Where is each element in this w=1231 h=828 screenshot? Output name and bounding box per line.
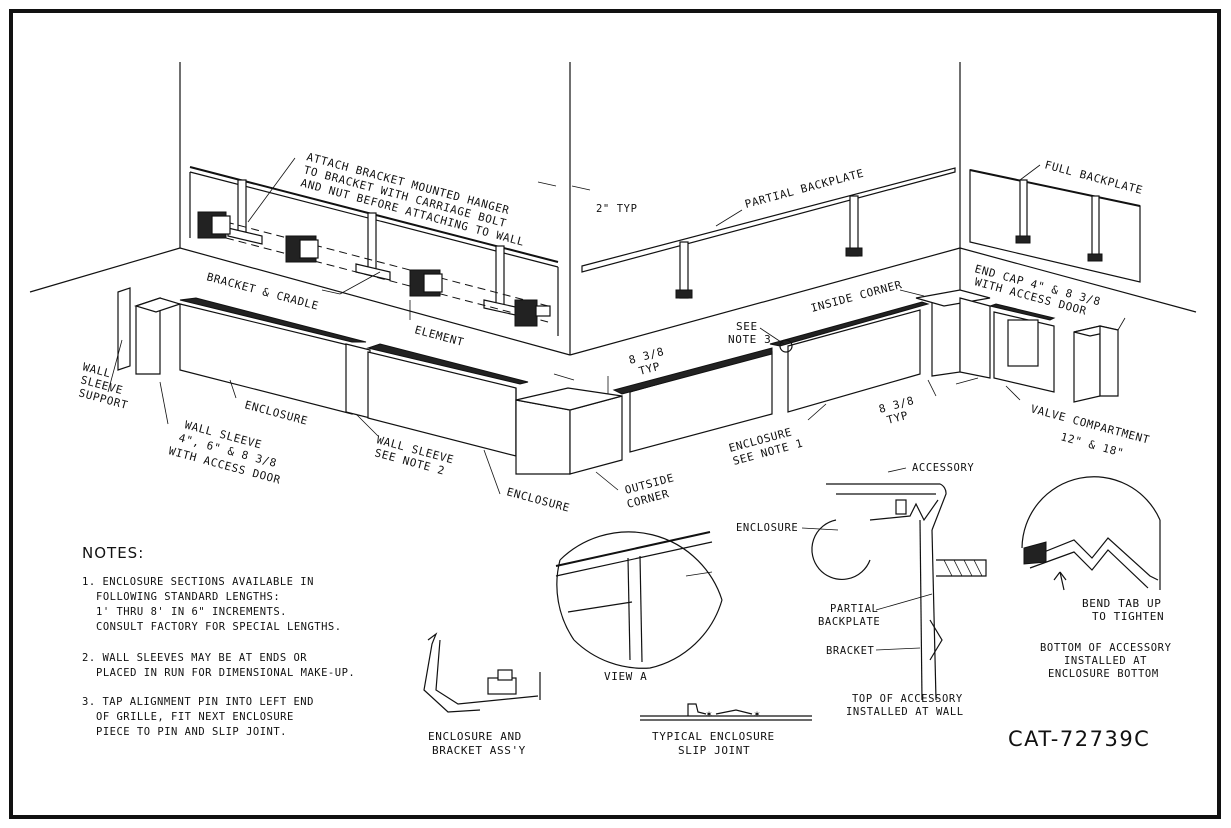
accessory-label: ACCESSORY (912, 462, 974, 474)
note-1-line-3: 1' THRU 8' IN 6" INCREMENTS. (96, 606, 287, 618)
enclosure-bracket-2: BRACKET ASS'Y (432, 744, 526, 757)
right-enclosure-run (612, 289, 1119, 453)
top-accessory-2: INSTALLED AT WALL (846, 706, 964, 718)
two-typ-label: 2" TYP (596, 203, 638, 215)
note-1-line-2: FOLLOWING STANDARD LENGTHS: (96, 591, 280, 603)
notes-block: NOTES: 1. ENCLOSURE SECTIONS AVAILABLE I… (82, 544, 355, 738)
left-enclosure-run (117, 287, 623, 475)
svg-text:✶: ✶ (706, 709, 712, 720)
see-note3-label-1: SEE (736, 320, 758, 333)
element-label: ELEMENT (413, 323, 465, 349)
eight-typ-right-2: TYP (885, 409, 909, 427)
note-3-line-2: OF GRILLE, FIT NEXT ENCLOSURE (96, 711, 294, 723)
bend-tab-2: TO TIGHTEN (1092, 610, 1164, 623)
bottom-accessory-1: BOTTOM OF ACCESSORY (1040, 642, 1172, 654)
bottom-accessory-detail (1021, 476, 1161, 591)
sheet-border (9, 9, 1221, 819)
note-3-line-3: PIECE TO PIN AND SLIP JOINT. (96, 726, 287, 738)
view-a-detail (555, 531, 723, 669)
partial-backplate-detail-1: PARTIAL (830, 603, 878, 615)
partial-backplate-detail-2: BACKPLATE (818, 616, 880, 628)
partial-backplate-drawing (581, 167, 956, 299)
note-1-line-1: 1. ENCLOSURE SECTIONS AVAILABLE IN (82, 576, 314, 588)
view-a-label: VIEW A (604, 670, 647, 683)
enclosure-detail-label: ENCLOSURE (736, 522, 798, 534)
bracket-detail-label: BRACKET (826, 645, 875, 657)
bottom-accessory-2: INSTALLED AT (1064, 655, 1147, 667)
slip-joint-2: SLIP JOINT (678, 744, 750, 757)
slip-joint-1: TYPICAL ENCLOSURE (652, 730, 775, 743)
notes-title: NOTES: (82, 544, 144, 562)
enclosure-label-2: ENCLOSURE (505, 485, 571, 514)
enclosure-bracket-1: ENCLOSURE AND (428, 730, 522, 743)
eight-typ-left-2: TYP (637, 360, 661, 378)
note-2-line-2: PLACED IN RUN FOR DIMENSIONAL MAKE-UP. (96, 667, 355, 679)
top-accessory-1: TOP OF ACCESSORY (852, 693, 963, 705)
leader-lines (107, 157, 1126, 495)
enclosure-bracket-detail (423, 632, 541, 713)
slip-joint-detail: ✶ ✶ (640, 703, 812, 721)
svg-text:✶: ✶ (754, 709, 760, 720)
see-note3-label-2: NOTE 3 (728, 333, 771, 346)
top-accessory-detail (801, 467, 987, 701)
room-walls (29, 62, 1197, 356)
full-backplate-drawing (969, 169, 1141, 283)
partial-backplate-label: PARTIAL BACKPLATE (743, 167, 865, 211)
catalog-number: CAT-72739C (1008, 727, 1150, 751)
note-3-line-1: 3. TAP ALIGNMENT PIN INTO LEFT END (82, 696, 314, 708)
left-wall-hangers (189, 166, 559, 336)
enclosure-label-1: ENCLOSURE (243, 398, 309, 427)
bend-tab-1: BEND TAB UP (1082, 597, 1161, 610)
bottom-accessory-3: ENCLOSURE BOTTOM (1048, 668, 1159, 680)
note-1-line-4: CONSULT FACTORY FOR SPECIAL LENGTHS. (96, 621, 342, 633)
inside-corner-label: INSIDE CORNER (809, 278, 903, 315)
note-2-line-1: 2. WALL SLEEVES MAY BE AT ENDS OR (82, 652, 307, 664)
